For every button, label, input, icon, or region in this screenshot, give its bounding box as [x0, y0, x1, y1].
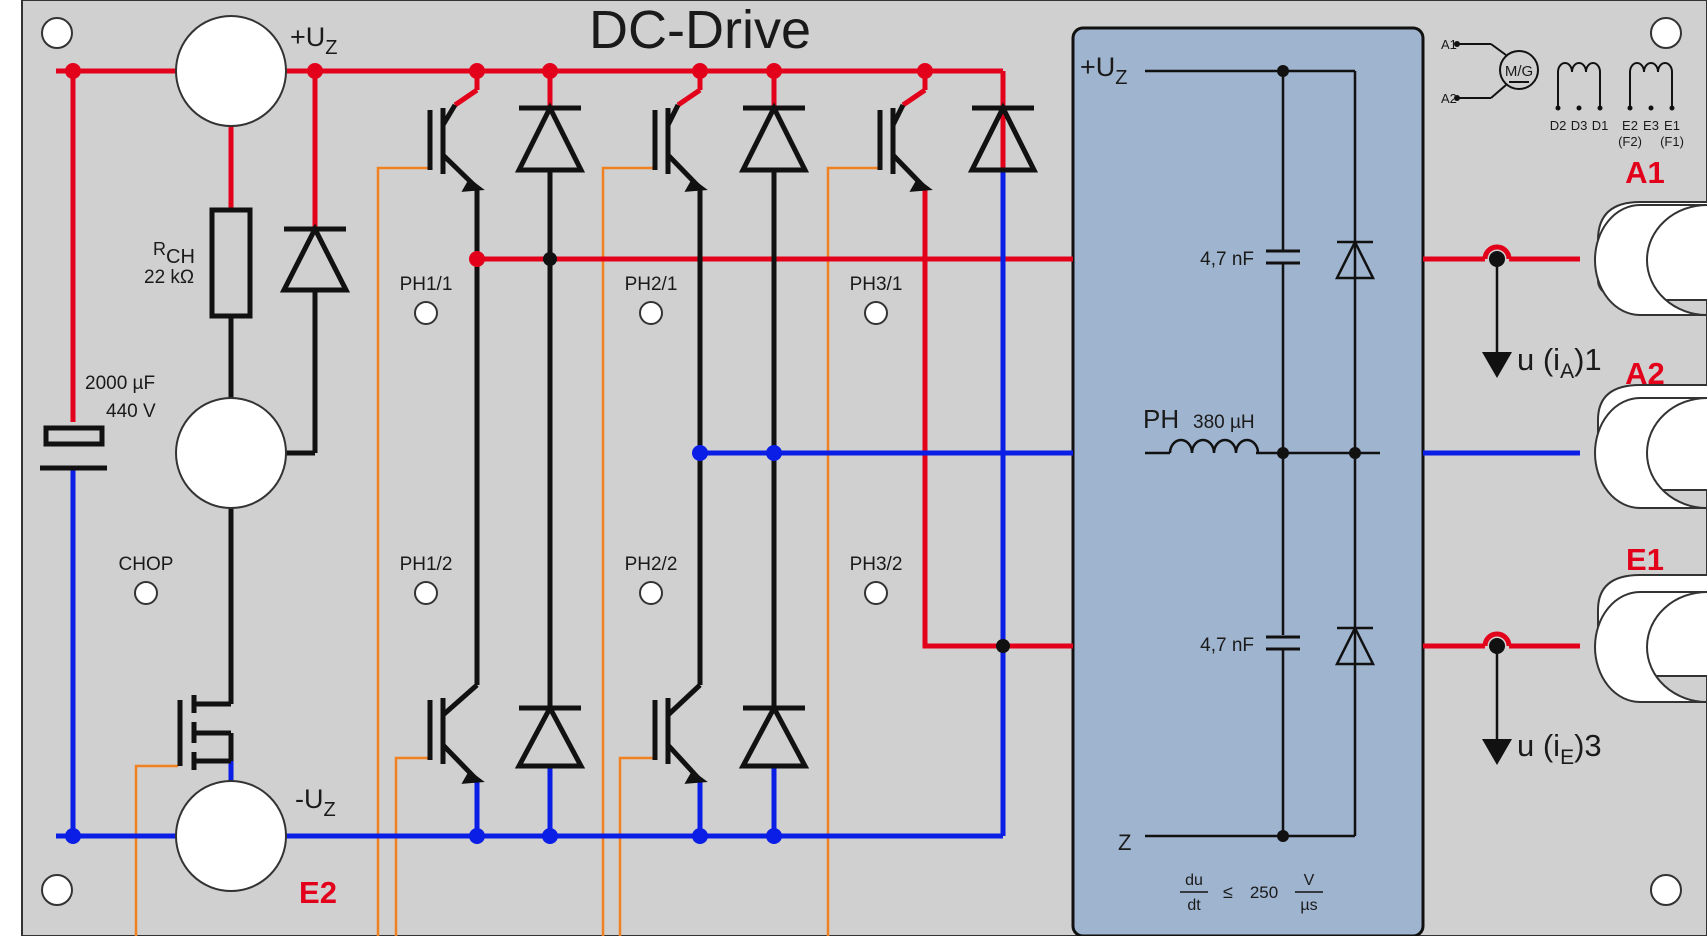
motor-generator-symbol — [1457, 43, 1539, 99]
filter-cap-bottom — [1266, 635, 1300, 651]
freewheel-diode-chop — [279, 223, 351, 293]
label-minus-uz: -UZ — [295, 784, 336, 821]
diode-ph1-upper — [514, 102, 586, 173]
dudt-rating: du dt ≤ 250 V µs — [1180, 872, 1323, 914]
test-point-ph2-1[interactable] — [639, 301, 663, 325]
filter-inductor — [1168, 438, 1260, 454]
negative-junctions — [65, 445, 782, 844]
label-inductor-value: 380 µH — [1193, 412, 1255, 433]
igbt-ph2-lower — [652, 683, 708, 784]
test-point-ph3-2[interactable] — [864, 581, 888, 605]
igbt-ph1-lower — [427, 683, 485, 784]
label-rch: RCH — [153, 239, 195, 268]
filter-diode-bottom — [1334, 625, 1376, 666]
label-winding-e1: E1 — [1664, 118, 1680, 133]
label-winding-e2: E2 — [1622, 118, 1638, 133]
dudt-unit-denominator: µs — [1300, 897, 1317, 914]
mounting-hole — [41, 17, 73, 49]
mounting-hole — [1650, 17, 1682, 49]
label-plus-uz: +UZ — [290, 22, 338, 59]
test-point-ph2-2[interactable] — [639, 581, 663, 605]
label-test-point-ph2-1: PH2/1 — [625, 274, 678, 295]
page-title: DC-Drive — [589, 0, 811, 60]
terminal-socket-a2[interactable] — [1594, 397, 1707, 509]
test-point-ph3-1[interactable] — [864, 301, 888, 325]
label-winding-d3: D3 — [1571, 118, 1588, 133]
mounting-hole — [41, 874, 73, 906]
measurement-ie-arrow — [1482, 638, 1512, 765]
test-point-ph1-1[interactable] — [414, 301, 438, 325]
label-test-point-chop: CHOP — [119, 554, 174, 575]
diode-ph2-upper — [738, 102, 810, 173]
socket-minus-uz[interactable] — [175, 780, 287, 892]
label-winding-d2: D2 — [1550, 118, 1567, 133]
label-filter-z: Z — [1118, 830, 1131, 855]
socket-chop[interactable] — [175, 397, 287, 509]
filter-diode-top — [1334, 239, 1376, 280]
terminal-label-e2: E2 — [299, 875, 337, 910]
terminal-label-a2: A2 — [1625, 356, 1665, 391]
label-motor-symbol: M/G — [1505, 63, 1533, 80]
label-winding-note-f2: (F2) — [1618, 134, 1642, 149]
test-point-chop[interactable] — [134, 581, 158, 605]
label-inductor-name: PH — [1143, 404, 1179, 434]
label-winding-note-f1: (F1) — [1660, 134, 1684, 149]
filter-cap-top — [1266, 249, 1300, 265]
terminal-label-a1: A1 — [1625, 155, 1665, 190]
label-test-point-ph3-2: PH3/2 — [850, 554, 903, 575]
label-test-point-ph3-1: PH3/1 — [850, 274, 903, 295]
filter-junctions — [1277, 65, 1361, 842]
diode-ph1-lower — [514, 702, 586, 769]
label-rch-value: 22 kΩ — [144, 267, 194, 288]
label-filter-plus-uz: +UZ — [1080, 52, 1128, 89]
dudt-operator: ≤ — [1223, 882, 1233, 902]
dudt-unit-numerator: V — [1304, 872, 1315, 889]
winding-terminal-dots — [1555, 105, 1675, 111]
dudt-value: 250 — [1250, 883, 1278, 902]
label-test-point-ph2-2: PH2/2 — [625, 554, 678, 575]
dudt-numerator: du — [1185, 872, 1203, 889]
label-winding-d1: D1 — [1592, 118, 1609, 133]
label-test-point-ph1-1: PH1/1 — [400, 274, 453, 295]
test-point-ph1-2[interactable] — [414, 581, 438, 605]
measurement-ia-arrow — [1482, 251, 1512, 378]
label-motor-a2: A2 — [1441, 91, 1457, 106]
diode-ph2-lower — [738, 702, 810, 769]
capacitor-2000uf — [40, 425, 107, 471]
label-winding-e3: E3 — [1643, 118, 1659, 133]
output-filter-box — [1071, 26, 1425, 936]
label-capacitor-value: 2000 µF — [85, 373, 155, 394]
terminal-socket-e1[interactable] — [1594, 591, 1707, 703]
terminal-label-e1: E1 — [1626, 542, 1664, 577]
label-motor-a1: A1 — [1441, 37, 1457, 52]
resistor-rch — [209, 207, 253, 319]
socket-plus-uz[interactable] — [175, 15, 287, 127]
label-measurement-ie: u (iE)3 — [1517, 728, 1602, 769]
label-test-point-ph1-2: PH1/2 — [400, 554, 453, 575]
positive-junctions — [65, 63, 933, 267]
label-capacitor-voltage: 440 V — [106, 401, 156, 422]
field-winding-d — [1557, 62, 1601, 108]
igbt-ph1-upper — [427, 103, 485, 192]
terminal-socket-a1[interactable] — [1594, 204, 1707, 316]
diode-ph3-upper — [967, 102, 1039, 173]
igbt-ph2-upper — [652, 103, 708, 192]
label-filter-cap-bottom: 4,7 nF — [1200, 635, 1254, 656]
mounting-hole — [1650, 874, 1682, 906]
gate-lines — [134, 166, 880, 936]
mosfet-chopper — [177, 695, 234, 770]
dudt-denominator: dt — [1187, 897, 1201, 914]
igbt-ph3-upper — [877, 103, 933, 192]
label-filter-cap-top: 4,7 nF — [1200, 249, 1254, 270]
motor-terminal-a1-dot — [1454, 41, 1460, 47]
black-junctions — [543, 252, 1010, 653]
field-winding-e — [1629, 62, 1673, 108]
label-measurement-ia: u (iA)1 — [1517, 342, 1602, 383]
motor-terminal-a2-dot — [1454, 95, 1460, 101]
